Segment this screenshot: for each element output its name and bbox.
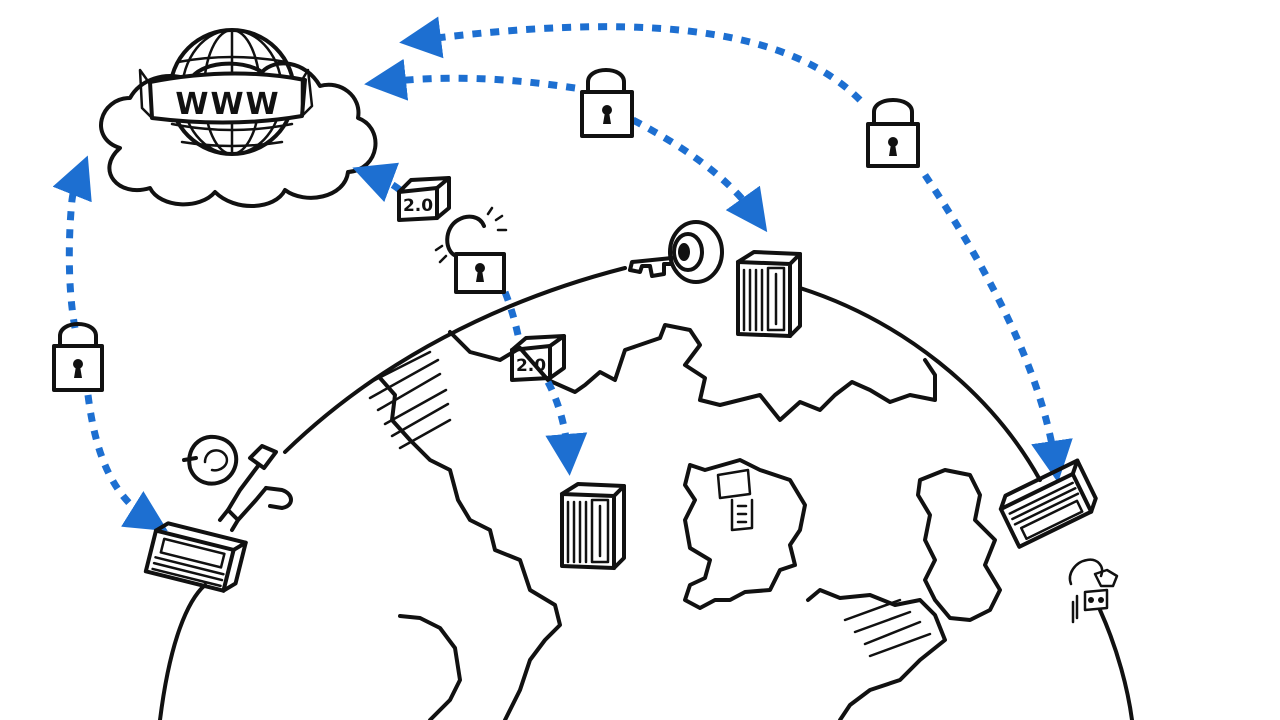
arrow-package-to-cloud [352, 162, 403, 203]
globe-icon: WWW [138, 28, 314, 156]
server-icon [998, 458, 1098, 549]
building-icon [716, 468, 754, 532]
arrow-package-to-server [544, 380, 588, 476]
arrow-lock-center-to-cloud [364, 58, 576, 101]
satellite-icon [182, 434, 293, 532]
key-icon [628, 220, 724, 284]
earth [158, 266, 1134, 720]
arrow-top-to-cloud [399, 16, 863, 103]
package-icon: 2.0 [397, 176, 451, 222]
package-version-label: 2.0 [403, 196, 433, 216]
arrow-left-to-cloud [52, 155, 92, 329]
continent-center [448, 323, 1002, 720]
server-icon [143, 521, 248, 593]
package-version-label: 2.0 [516, 356, 546, 376]
arrow-lock-left-to-server [84, 394, 168, 532]
plug-icon [1068, 558, 1119, 624]
arrow-lock-center-to-server [631, 116, 768, 233]
connection-arrows [52, 16, 1073, 532]
arrow-lock-to-package [501, 290, 522, 336]
padlock-icon [52, 322, 104, 392]
server-icon [560, 482, 626, 570]
server-icon [736, 250, 802, 338]
cloud-icon [99, 61, 378, 208]
padlock-icon [866, 98, 920, 168]
padlock-icon [580, 68, 634, 138]
padlock-open-icon [434, 206, 508, 294]
continent-west [363, 350, 562, 720]
package-icon: 2.0 [510, 334, 566, 382]
www-label: WWW [175, 87, 280, 122]
arrow-lock-right-to-server [922, 173, 1073, 483]
